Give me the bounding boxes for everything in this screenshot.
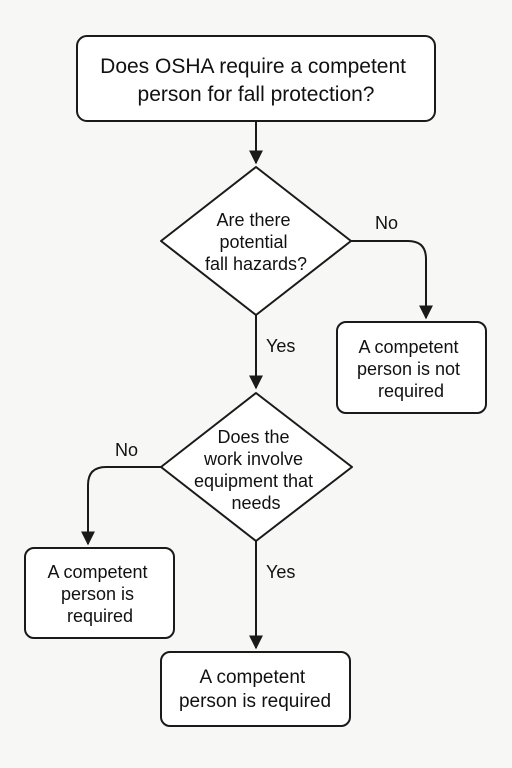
decision1-line-2: potential xyxy=(219,232,287,252)
svg-text:A competent person is no: A competent person is not required xyxy=(357,337,465,401)
svg-text:Are there potential: Are there potential fall hazards? xyxy=(205,210,307,274)
not-required-line-1: A competent xyxy=(358,337,458,357)
svg-text:A competent person is: A competent person is required xyxy=(47,562,152,626)
edge-label-decision2-no: No xyxy=(115,440,138,460)
svg-text:A competent person is re: A competent person is required xyxy=(179,667,331,712)
required-bottom-line-2: person is required xyxy=(179,691,331,712)
edge-label-decision2-yes: Yes xyxy=(266,562,295,582)
decision-fall-hazards: Are there potential fall hazards? xyxy=(160,166,352,316)
start-question-line-2: person for fall protection? xyxy=(138,83,375,106)
decision2-line-1: Does the xyxy=(217,427,289,447)
decision2-line-3: equipment that xyxy=(194,471,313,491)
decision-equipment: Does the work involve equipment that nee… xyxy=(160,392,353,542)
svg-text:Does the work involve: Does the work involve equipment that nee… xyxy=(194,427,318,513)
start-question-box: Does OSHA require a competent person for… xyxy=(76,35,436,122)
result-required-bottom-box: A competent person is required xyxy=(160,651,351,727)
required-left-line-3: required xyxy=(67,606,133,626)
edge-decision2-no xyxy=(81,466,161,546)
edge-label-decision1-yes: Yes xyxy=(266,336,295,356)
required-left-line-1: A competent xyxy=(47,562,147,582)
required-left-line-2: person is xyxy=(61,584,134,604)
not-required-line-3: required xyxy=(378,381,444,401)
not-required-line-2: person is not xyxy=(357,359,460,379)
required-bottom-line-1: A competent xyxy=(200,667,306,688)
decision2-line-4: needs xyxy=(231,493,280,513)
start-question-line-1: Does OSHA require a competent xyxy=(100,55,406,78)
decision2-line-2: work involve xyxy=(203,449,303,469)
edge-label-decision1-no: No xyxy=(375,213,398,233)
decision1-line-3: fall hazards? xyxy=(205,254,307,274)
edge-decision1-no xyxy=(351,240,433,320)
decision1-line-1: Are there xyxy=(216,210,290,230)
result-not-required-box: A competent person is not required xyxy=(336,321,487,414)
svg-text:Does OSHA require a competent: Does OSHA require a competent person for… xyxy=(100,55,412,106)
result-required-left-box: A competent person is required xyxy=(24,547,175,639)
